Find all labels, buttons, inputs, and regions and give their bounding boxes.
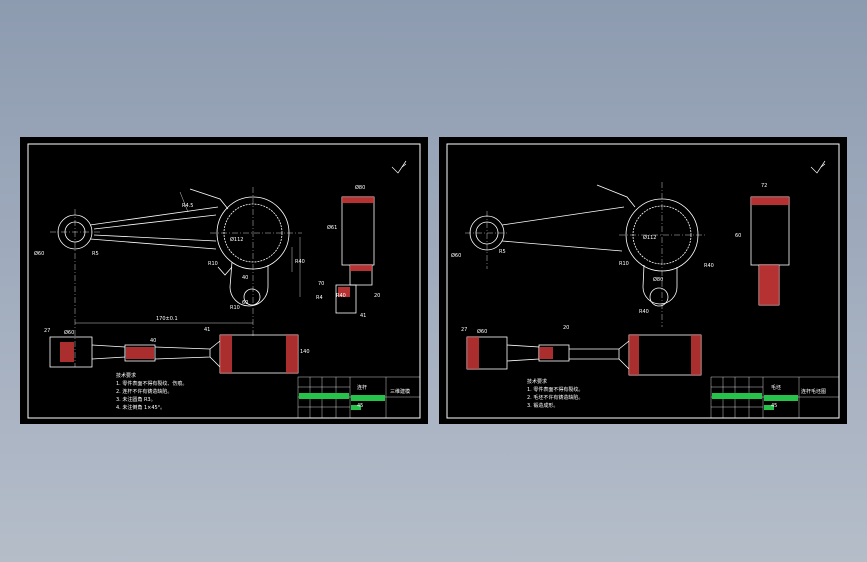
dim-label: Ø112: [643, 234, 656, 241]
dim-label: Ø60: [34, 250, 44, 257]
blank-section-hatch: [467, 335, 701, 375]
dim-label: R40: [336, 293, 346, 299]
dimension-labels: Ø60 R5 Ø112 R10 R40 60 72 Ø80 27 R40 Ø60…: [451, 183, 767, 335]
dim-label: R10: [208, 261, 218, 267]
roughness-symbol: [810, 160, 826, 174]
dim-label: R5: [499, 249, 506, 255]
dim-label: Ø60: [64, 329, 74, 336]
section-hatch: [60, 335, 298, 373]
note-1: 1. 零件表面不得有裂纹。: [527, 386, 583, 393]
dim-label: 20: [563, 325, 569, 331]
dim-label: R4: [316, 295, 323, 301]
dim-label: 170±0.1: [156, 316, 178, 322]
rod-front-view: [57, 188, 290, 307]
title-note: 连杆毛坯图: [801, 388, 826, 395]
dim-label: R10: [230, 305, 240, 311]
dim-label: 70: [318, 281, 324, 287]
note-3: 3. 锻造成形。: [527, 402, 558, 409]
blank-side-hatch: [751, 197, 789, 305]
dim-label: Ø60: [477, 328, 487, 335]
dim-label: 140: [300, 349, 310, 355]
title-material: 45: [357, 403, 363, 409]
note-0: 技术要求: [527, 378, 547, 385]
right-sheet-svg: 技术要求 1. 零件表面不得有裂纹。 2. 毛坯不许有铸造缺陷。 3. 锻造成形…: [446, 143, 840, 419]
dim-label: 60: [735, 233, 741, 239]
technical-notes: 技术要求 1. 零件表面不得有裂纹、伤痕。 2. 连杆不许有铸造缺陷。 3. 未…: [116, 372, 187, 411]
blank-front-view: [469, 184, 699, 307]
dim-label: 40: [242, 275, 248, 281]
dim-label: Ø61: [327, 224, 337, 231]
dim-label: 60: [242, 300, 248, 306]
dimension-labels: Ø60 R5 R4.5 Ø112 R10 R40 170±0.1 40 60 7…: [34, 184, 380, 355]
title-block-fill: [299, 393, 385, 410]
sheet-border: [446, 143, 840, 419]
dim-label: Ø60: [451, 252, 461, 259]
note-2: 2. 连杆不许有铸造缺陷。: [116, 388, 172, 395]
dim-label: 41: [204, 327, 210, 333]
rod-front-centerlines: [50, 187, 302, 367]
dim-label: R40: [295, 259, 305, 265]
sheet-border: [27, 143, 421, 419]
drawing-sheet-left[interactable]: 技术要求 1. 零件表面不得有裂纹、伤痕。 2. 连杆不许有铸造缺陷。 3. 未…: [20, 137, 428, 424]
title-note: 三维建模: [390, 388, 410, 395]
note-0: 技术要求: [116, 372, 136, 379]
note-1: 1. 零件表面不得有裂纹、伤痕。: [116, 380, 187, 387]
rod-section-view: [49, 334, 299, 374]
dim-label: 20: [374, 293, 380, 299]
dim-label: R4.5: [182, 203, 193, 209]
note-3: 3. 未注圆角 R3。: [116, 396, 156, 403]
note-4: 4. 未注倒角 1×45°。: [116, 404, 165, 411]
note-2: 2. 毛坯不许有铸造缺陷。: [527, 394, 583, 401]
technical-notes: 技术要求 1. 零件表面不得有裂纹。 2. 毛坯不许有铸造缺陷。 3. 锻造成形…: [527, 378, 583, 409]
title-drawing-name: 连杆: [357, 384, 367, 391]
dim-label: R40: [639, 309, 649, 315]
title-block-fill: [712, 393, 798, 410]
dimension-lines: [75, 191, 301, 324]
blank-section-view: [466, 334, 702, 376]
drawing-sheet-right[interactable]: 技术要求 1. 零件表面不得有裂纹。 2. 毛坯不许有铸造缺陷。 3. 锻造成形…: [439, 137, 847, 424]
dim-label: 27: [44, 328, 50, 334]
dim-label: Ø112: [230, 236, 243, 243]
blank-centerlines: [465, 182, 707, 327]
dim-label: Ø80: [355, 184, 365, 191]
title-material: 45: [771, 403, 777, 409]
dim-label: 72: [761, 183, 767, 189]
side-hatch: [338, 197, 374, 297]
dim-label: R5: [92, 251, 99, 257]
dim-label: R40: [704, 263, 714, 269]
dim-label: 41: [360, 313, 366, 319]
left-sheet-svg: 技术要求 1. 零件表面不得有裂纹、伤痕。 2. 连杆不许有铸造缺陷。 3. 未…: [27, 143, 421, 419]
dim-label: 40: [150, 338, 156, 344]
dim-label: 27: [461, 327, 467, 333]
dim-label: Ø80: [653, 276, 663, 283]
dim-label: R10: [619, 261, 629, 267]
title-drawing-name: 毛坯: [771, 384, 781, 391]
roughness-symbol: [391, 160, 407, 174]
